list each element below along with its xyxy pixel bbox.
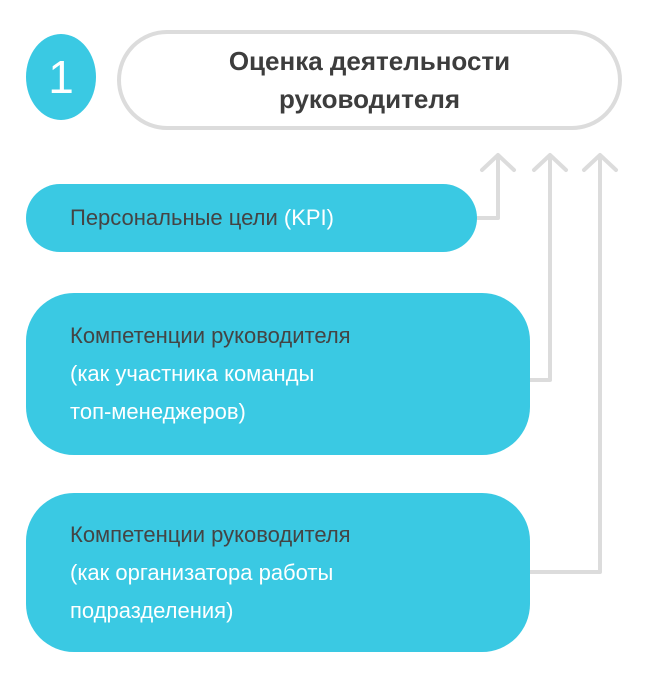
arrow-head-icon bbox=[582, 153, 618, 172]
arrow-head-icon bbox=[480, 153, 516, 172]
arrow-head-icon bbox=[532, 153, 568, 172]
box-team-competencies: Компетенции руководителя (как участника … bbox=[26, 293, 530, 455]
arrow-unit bbox=[528, 154, 602, 574]
personal-goals-label: Персональные цели bbox=[70, 205, 278, 230]
step-number-badge: 1 bbox=[26, 34, 96, 120]
title-box: Оценка деятельности руководителя bbox=[117, 30, 622, 130]
arrow-team bbox=[528, 154, 552, 382]
box-team-line-3: топ-менеджеров) bbox=[70, 399, 246, 424]
box-unit-line-3: подразделения) bbox=[70, 597, 234, 623]
arrow-kpi bbox=[475, 154, 500, 220]
title-line-2: руководителя bbox=[278, 84, 461, 114]
box-personal-goals: Персональные цели (KPI) bbox=[26, 184, 477, 252]
title-text: Оценка деятельности руководителя bbox=[229, 42, 510, 118]
box-unit-line-2: (как организатора работы bbox=[70, 559, 334, 585]
box-team-line-2: (как участника команды bbox=[70, 361, 315, 386]
box-unit-competencies: Компетенции руководителя (как организато… bbox=[26, 493, 530, 652]
box-unit-line-1: Компетенции руководителя bbox=[70, 521, 351, 547]
title-line-1: Оценка деятельности bbox=[228, 46, 511, 76]
kpi-label: (KPI) bbox=[283, 205, 334, 230]
box-personal-goals-text: Персональные цели (KPI) bbox=[70, 199, 477, 237]
box-team-line-1: Компетенции руководителя bbox=[70, 323, 351, 348]
